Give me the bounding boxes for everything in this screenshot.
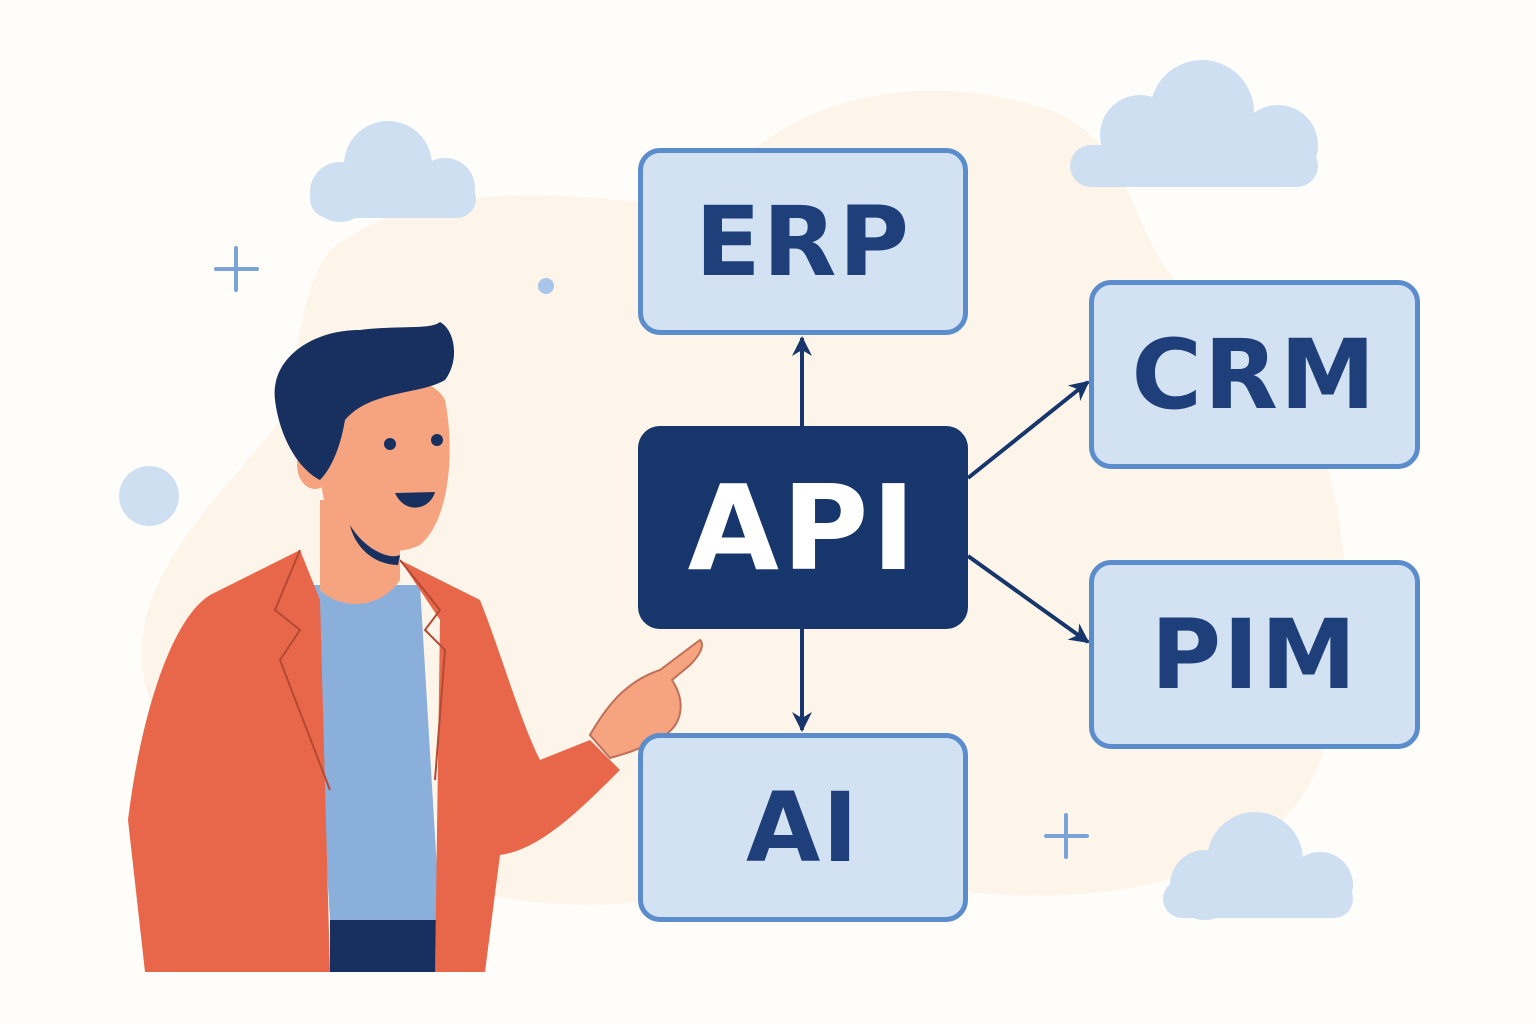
node-pim[interactable]: PIM (1089, 560, 1420, 749)
node-crm[interactable]: CRM (1089, 280, 1420, 469)
eye (384, 438, 396, 450)
cloud-icon (1070, 60, 1318, 187)
pants (330, 915, 440, 972)
plus-decoration (214, 246, 259, 292)
node-api-center[interactable]: API (638, 426, 968, 629)
arrow-api-crm (966, 380, 1090, 480)
node-erp-label: ERP (695, 185, 911, 298)
node-ai[interactable]: AI (638, 733, 968, 922)
node-api-label: API (687, 458, 919, 597)
cloud-icon (310, 121, 476, 222)
jacket-right (400, 560, 620, 972)
shirt (310, 585, 440, 920)
eye (431, 434, 443, 446)
node-crm-label: CRM (1131, 318, 1378, 431)
plus-decoration (1044, 813, 1089, 859)
arrow-api-pim (966, 554, 1090, 644)
person-illustration (128, 322, 703, 972)
jacket-left (128, 550, 330, 972)
node-pim-label: PIM (1150, 598, 1359, 711)
dot-decoration (119, 466, 179, 526)
cloud-icon (1163, 812, 1353, 920)
dot-decoration (538, 278, 554, 294)
node-ai-label: AI (745, 771, 860, 884)
hair (274, 322, 455, 480)
node-erp[interactable]: ERP (638, 148, 968, 335)
